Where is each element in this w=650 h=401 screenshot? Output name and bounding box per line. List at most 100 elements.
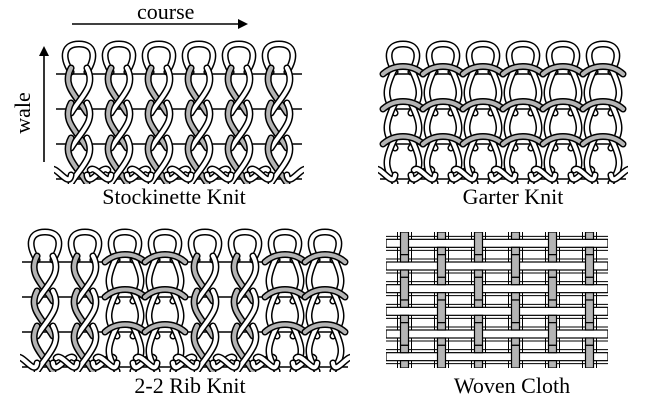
yarn-leg [264,134,291,184]
yarn-foot [378,165,399,183]
yarn-leg [73,252,100,305]
yarn-leg [190,287,217,340]
warp-band [510,322,521,331]
yarn-foot [92,353,121,371]
yarn-leg [33,252,60,305]
weft-band [386,306,608,316]
stockinette-caption: Stockinette Knit [102,184,246,209]
yarn-foot [203,165,232,183]
yarn-purl-bump [499,98,547,113]
yarn-leg [33,322,60,372]
yarn-leg [67,134,94,184]
yarn-purl-bump [141,251,189,266]
warp-band [510,292,521,301]
warp-band [584,299,595,324]
yarn-purl-bump [141,286,189,301]
yarn-foot [54,165,75,183]
yarn-leg [230,287,257,340]
yarn-foot [123,165,152,183]
wale-arrow [39,46,49,162]
warp-band [547,322,558,346]
yarn-purl-bump [419,98,467,113]
yarn-foot [530,165,559,183]
yarn-foot [570,165,599,183]
yarn-leg [193,322,220,372]
warp-band [473,314,484,324]
yarn-purl-bump [539,133,587,148]
yarn-purl-bump [579,133,627,148]
yarn-leg [30,322,57,372]
weft-band [386,238,608,248]
yarn-leg [107,99,134,152]
warp-band [436,292,447,301]
yarn-leg [264,64,291,117]
yarn-purl-bump [301,251,349,266]
yarn-foot [243,165,272,183]
yarn-leg [104,64,131,117]
yarn-loop-head [267,228,303,264]
yarn-purl-bump [459,63,507,78]
stockinette-knit-diagram [54,40,304,184]
yarn-purl-bump [419,63,467,78]
yarn-leg [144,99,171,152]
yarn-leg [224,64,251,117]
weft-band [386,284,608,294]
warp-band [584,246,595,256]
warp-band [399,360,410,368]
yarn-loop-head [147,228,183,264]
warp-band [473,269,484,278]
yarn-purl-bump [261,321,309,336]
warp-band [399,232,410,256]
yarn-purl-bump [499,63,547,78]
yarn-purl-bump [459,133,507,148]
warp-band [547,269,558,278]
yarn-foot [283,165,304,183]
yarn-purl-bump [141,321,189,336]
yarn-leg [144,64,171,117]
yarn-foot [212,353,241,371]
warp-band [436,337,447,346]
rib-caption: 2-2 Rib Knit [134,373,246,398]
yarn-foot [252,353,281,371]
yarn-leg [267,134,294,184]
yarn-loop-head [67,228,103,264]
warp-band [584,254,595,278]
yarn-leg [193,252,220,305]
warp-band [399,299,410,308]
yarn-foot [86,165,115,183]
warp-band [436,276,447,286]
yarn-leg [107,64,134,117]
warp-band [547,314,558,324]
warp-band [399,322,410,346]
yarn-foot [490,165,519,183]
woven-cloth-diagram [386,232,608,368]
warp-band [436,232,447,240]
yarn-loop-head [141,40,177,76]
warp-band [473,276,484,301]
yarn-leg [233,287,260,340]
yarn-foot [163,165,192,183]
yarn-leg [104,99,131,152]
warp-band [436,322,447,331]
wale-label: wale [9,92,35,134]
yarn-purl-bump [261,251,309,266]
yarn-leg [264,99,291,152]
yarn-leg [187,134,214,184]
yarn-leg [70,252,97,305]
yarn-purl-bump [101,251,149,266]
warp-band [473,254,484,263]
yarn-leg [233,322,260,372]
yarn-purl-bump [579,63,627,78]
garter-knit-diagram [378,40,628,184]
yarn-leg [267,99,294,152]
yarn-leg [227,134,254,184]
yarn-leg [107,134,134,184]
warp-band [473,360,484,368]
yarn-leg [147,64,174,117]
warp-band [473,344,484,354]
warp-band [510,232,521,240]
yarn-foot [209,353,238,371]
warp-band [399,269,410,278]
yarn-loop-head [585,40,621,76]
